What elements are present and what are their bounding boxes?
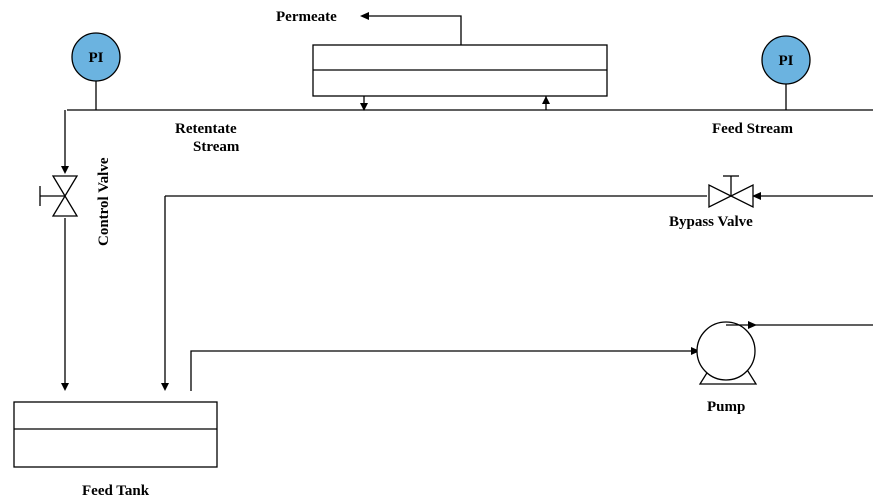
retentate-return-line (61, 110, 69, 391)
retentate-label-line1: Retentate (175, 121, 237, 137)
feed-tank (13, 401, 218, 468)
pi-right-circle (761, 35, 811, 85)
control-valve-label: Control Valve (96, 157, 112, 246)
pump (696, 321, 873, 385)
pi-left-circle (71, 32, 121, 82)
feed-up-arrow (542, 96, 550, 104)
feed-tank-label: Feed Tank (82, 483, 150, 499)
retentate-down-arrow (360, 103, 368, 111)
bypass-valve (708, 175, 754, 209)
retentate-feed-header-line (67, 96, 873, 111)
pi-left-label: PI (89, 50, 104, 66)
bypass-line (161, 192, 873, 391)
pressure-indicator-right: PI (761, 35, 811, 110)
pressure-indicator-left: PI (71, 32, 121, 110)
retentate-label-line2: Stream (193, 139, 240, 155)
permeate-outlet-line (360, 12, 462, 45)
membrane-module (312, 44, 608, 97)
permeate-label: Permeate (276, 9, 337, 25)
bypass-valve-label: Bypass Valve (669, 214, 753, 230)
pump-suction-line (190, 347, 700, 391)
control-valve (39, 175, 79, 217)
pi-right-label: PI (779, 53, 794, 69)
feed-stream-label: Feed Stream (712, 121, 793, 137)
pump-label: Pump (707, 399, 745, 415)
